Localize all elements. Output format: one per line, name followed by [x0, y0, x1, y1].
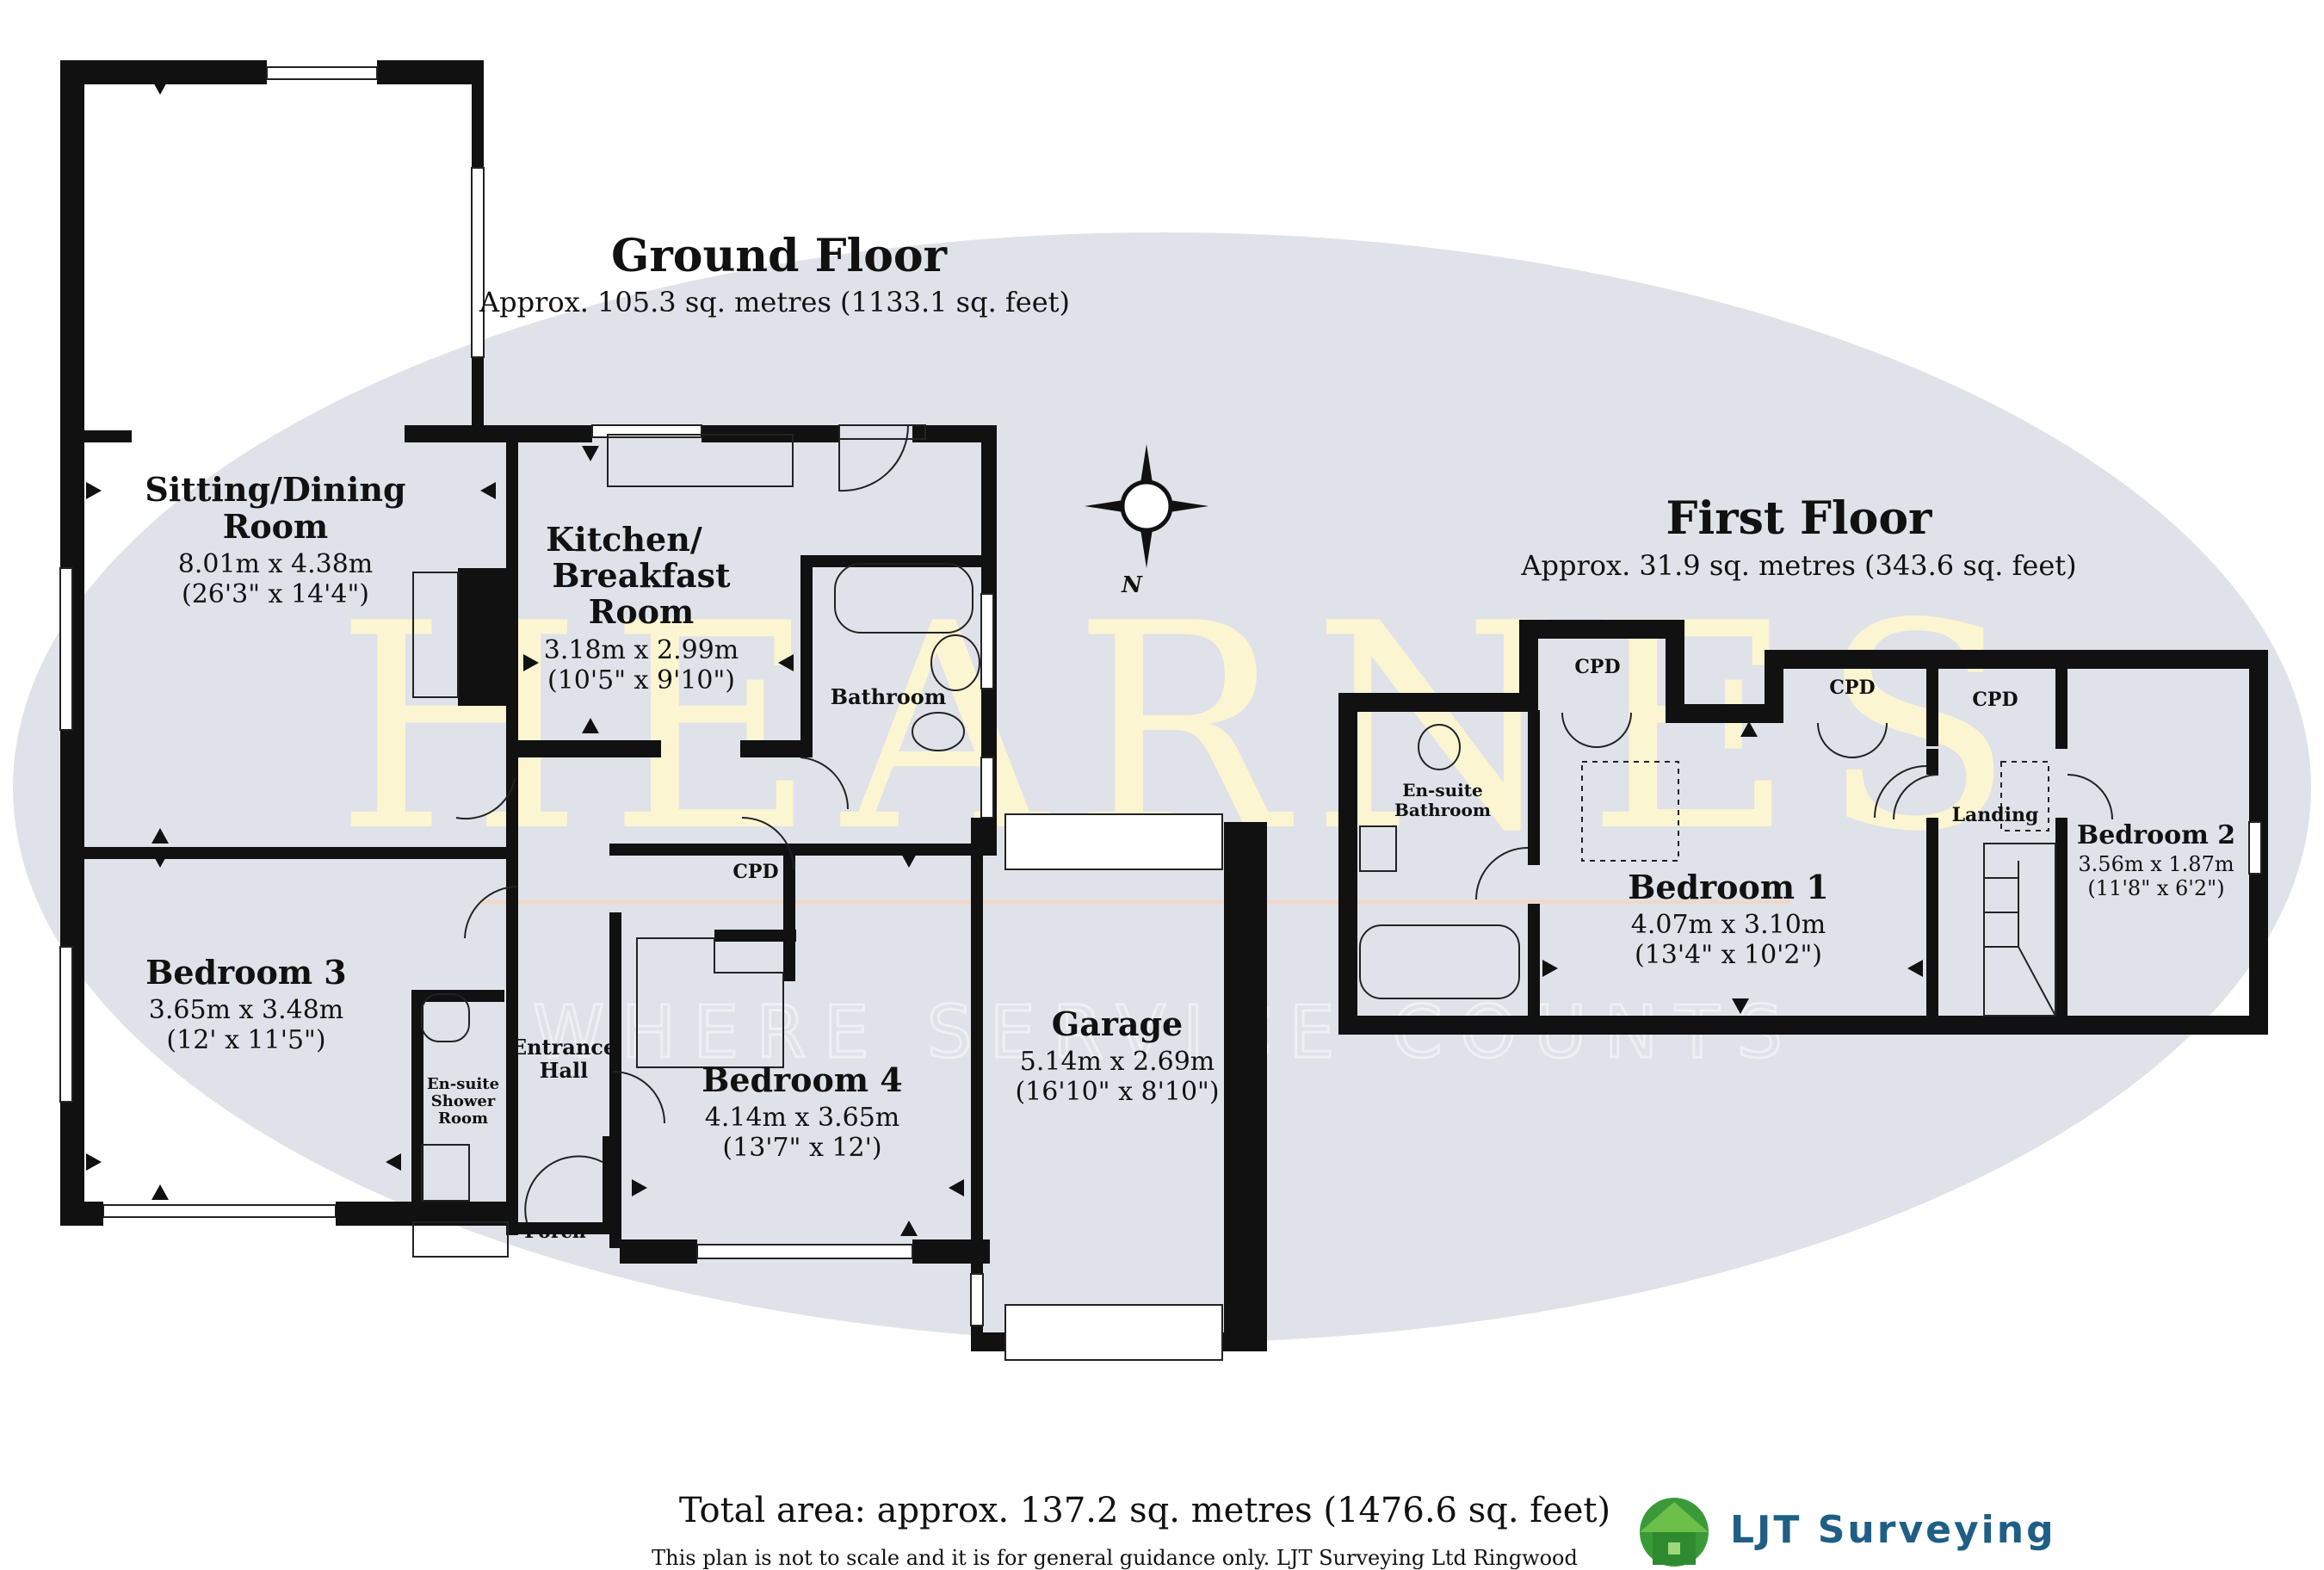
total-area: Total area: approx. 137.2 sq. metres (14…: [679, 1491, 1610, 1530]
compass-icon: [1085, 444, 1208, 568]
bedroom1-imperial: (13'4" x 10'2"): [1635, 940, 1822, 970]
garage-metric: 5.14m x 2.69m: [1020, 1047, 1215, 1077]
first-floor-title: First Floor: [1666, 492, 1933, 545]
bedroom4-name: Bedroom 4: [702, 1060, 902, 1099]
bedroom2-metric: 3.56m x 1.87m: [2078, 852, 2234, 876]
house-icon: [1640, 1498, 1709, 1567]
sitting-room-imperial: (26'3" x 14'4"): [182, 579, 369, 609]
logo-text: LJT Surveying: [1730, 1508, 2056, 1552]
landing-label: Landing: [1952, 804, 2039, 826]
bedroom3-metric: 3.65m x 3.48m: [149, 995, 343, 1025]
ground-floor: [59, 60, 1267, 1361]
bedroom4-imperial: (13'7" x 12'): [722, 1133, 881, 1163]
sitting-room-metric: 8.01m x 4.38m: [178, 549, 373, 579]
kitchen-name-3: Room: [589, 592, 694, 631]
kitchen-metric: 3.18m x 2.99m: [544, 635, 739, 665]
bedroom4-metric: 4.14m x 3.65m: [705, 1103, 899, 1133]
bedroom2-imperial: (11'8" x 6'2"): [2087, 876, 2224, 900]
cpd-label: CPD: [732, 861, 778, 883]
ljt-logo: LJT Surveying: [1640, 1498, 2056, 1567]
sitting-room-name-2: Room: [223, 507, 328, 546]
ensuite-shower-line2: Shower: [431, 1092, 496, 1110]
bedroom1-metric: 4.07m x 3.10m: [1631, 910, 1826, 940]
bedroom2-name: Bedroom 2: [2077, 820, 2235, 850]
cpd3-label: CPD: [1972, 689, 2018, 711]
kitchen-imperial: (10'5" x 9'10"): [547, 665, 735, 695]
first-floor: [1338, 620, 2268, 1035]
ground-floor-title: Ground Floor: [611, 230, 948, 282]
ensuite-shower-line1: En-suite: [427, 1075, 499, 1093]
sitting-room-name-1: Sitting/Dining: [145, 470, 405, 509]
ground-floor-area: Approx. 105.3 sq. metres (1133.1 sq. fee…: [479, 286, 1070, 318]
hall-line2: Hall: [540, 1058, 588, 1083]
bedroom1-name: Bedroom 1: [1628, 868, 1828, 906]
bedroom3-imperial: (12' x 11'5"): [166, 1025, 325, 1055]
bathroom-name: Bathroom: [831, 684, 946, 709]
porch-label: Porch: [524, 1221, 586, 1243]
bedroom3-name: Bedroom 3: [145, 953, 346, 992]
kitchen-name-2: Breakfast: [552, 556, 731, 595]
first-floor-area: Approx. 31.9 sq. metres (343.6 sq. feet): [1520, 549, 2076, 582]
disclaimer: This plan is not to scale and it is for …: [652, 1546, 1578, 1570]
garage-imperial: (16'10" x 8'10"): [1015, 1077, 1219, 1107]
garage-name: Garage: [1052, 1004, 1183, 1043]
ensuite-shower-line3: Room: [438, 1110, 488, 1128]
hall-line1: Entrance: [511, 1035, 616, 1060]
kitchen-name-1: Kitchen/: [546, 520, 702, 559]
cpd1-label: CPD: [1574, 656, 1620, 678]
compass-north-label: N: [1121, 572, 1143, 598]
ensuite-bath-line1: En-suite: [1402, 780, 1482, 800]
ensuite-bath-line2: Bathroom: [1394, 800, 1491, 820]
background-ellipse: [13, 232, 2311, 1343]
cpd2-label: CPD: [1829, 677, 1875, 699]
